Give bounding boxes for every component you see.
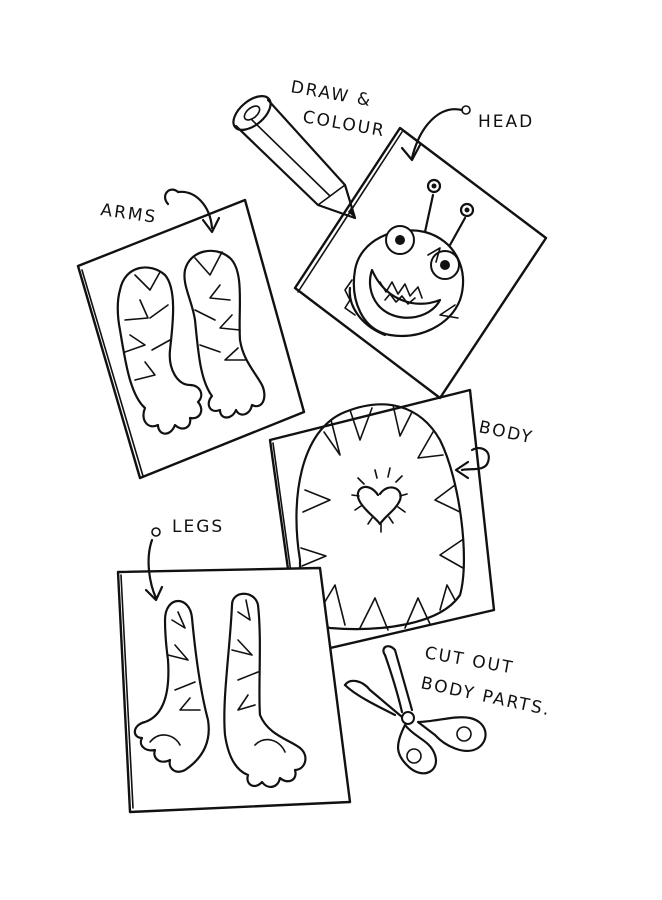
draw-colour-label-line2: COLOUR xyxy=(301,107,387,141)
left-arm xyxy=(116,266,203,435)
right-leg xyxy=(223,592,307,788)
arms-sheet xyxy=(76,198,306,480)
heart-icon xyxy=(351,467,408,533)
draw-colour-label: DRAW & xyxy=(289,77,374,111)
mouth xyxy=(368,268,442,319)
pencil-icon xyxy=(232,95,357,220)
right-arm xyxy=(183,249,266,419)
legs-sheet xyxy=(116,566,352,814)
body-arrow xyxy=(454,446,490,480)
scissors-icon xyxy=(343,645,487,775)
legs-label: LEGS xyxy=(172,517,224,537)
head-label: HEAD xyxy=(478,112,534,132)
body-label: BODY xyxy=(477,417,535,448)
head-arrow xyxy=(400,105,471,162)
eye-right xyxy=(430,250,460,280)
eye-left xyxy=(385,225,415,255)
monster-head xyxy=(344,178,475,338)
legs-arrow xyxy=(144,527,164,602)
body-sheet xyxy=(268,388,496,657)
left-leg xyxy=(133,600,210,773)
cut-out-label: CUT OUT xyxy=(423,643,515,678)
arms-arrow xyxy=(163,188,221,234)
antennae xyxy=(423,178,475,247)
body-shape xyxy=(295,403,465,631)
arms-label: ARMS xyxy=(99,200,158,228)
cut-out-label-line2: BODY PARTS. xyxy=(419,673,553,720)
head-sheet xyxy=(293,126,548,400)
